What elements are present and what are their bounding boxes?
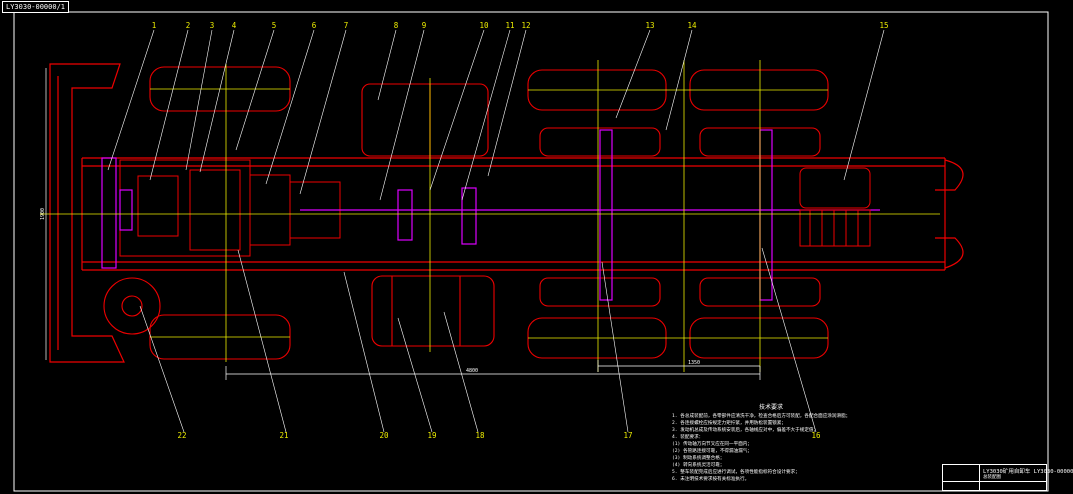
notes-line: 5. 整车装配完成后应进行调试，各项性能指标符合设计要求； — [672, 470, 800, 475]
callout-2: 2 — [186, 21, 191, 30]
notes-line: (4) 转向系统灵活可靠； — [672, 463, 725, 468]
callout-18: 18 — [475, 431, 485, 440]
technical-notes: 技术要求 1. 各总成装配前，各零部件应清洗干净，检查合格后方可装配，各配合面应… — [672, 404, 910, 483]
callout-1: 1 — [152, 21, 157, 30]
callout-11: 11 — [505, 21, 514, 30]
callout-21: 21 — [279, 431, 288, 440]
notes-line: 6. 未注明技术要求按有关标准执行。 — [672, 477, 750, 482]
engine-block — [119, 159, 341, 257]
callout-22: 22 — [177, 431, 186, 440]
sheet-code-tag: LY3030-00000/1 — [2, 1, 70, 13]
front-bumper — [49, 63, 125, 363]
dimension-labels: 4800 1350 1900 — [40, 208, 700, 374]
notes-line: 1. 各总成装配前，各零部件应清洗干净，检查合格后方可装配，各配合面应涂润滑脂； — [672, 414, 851, 419]
callout-10: 10 — [479, 21, 489, 30]
title-block-subtitle: 总装配图 — [983, 475, 1001, 480]
sheet-border — [13, 11, 1049, 492]
wheels — [149, 66, 829, 360]
callout-labels: 1 2 3 4 5 6 7 8 9 10 11 12 13 14 15 22 2… — [152, 21, 889, 440]
callout-5: 5 — [272, 21, 277, 30]
callout-7: 7 — [344, 21, 349, 30]
notes-line: 2. 各连接螺栓应按规定力矩拧紧，并用防松装置锁紧； — [672, 421, 786, 426]
notes-line: 3. 发动机总成及传动系统安装后，各轴线应对中，偏差不大于规定值； — [672, 428, 819, 433]
callout-13: 13 — [645, 21, 654, 30]
callout-4: 4 — [232, 21, 237, 30]
notes-line: 4. 装配要求： — [672, 435, 704, 440]
callout-14: 14 — [687, 21, 697, 30]
callout-16: 16 — [811, 431, 821, 440]
callout-3: 3 — [210, 21, 215, 30]
dim-rear: 1350 — [688, 360, 700, 366]
notes-heading: 技术要求 — [758, 404, 783, 411]
callout-12: 12 — [521, 21, 530, 30]
spare-wheel — [103, 277, 161, 335]
callout-15: 15 — [879, 21, 888, 30]
notes-line: (1) 传动轴万向节叉应在同一平面内； — [672, 442, 752, 447]
dimension-lines — [45, 68, 761, 380]
title-block-divider — [943, 481, 1046, 482]
callout-20: 20 — [379, 431, 389, 440]
dim-width: 1900 — [40, 208, 46, 220]
notes-line: (2) 各管路连接可靠，不得漏油漏气； — [672, 449, 752, 454]
notes-line: (3) 制动系统调整合格； — [672, 456, 725, 461]
title-block-title: LY3030矿用自卸车 LY3030-00000 — [983, 469, 1073, 475]
title-block: LY3030矿用自卸车 LY3030-00000 总装配图 — [942, 464, 1073, 491]
callout-8: 8 — [394, 21, 399, 30]
leader-lines — [107, 29, 885, 433]
tanks — [361, 83, 495, 347]
dim-main: 4800 — [466, 368, 478, 374]
callout-6: 6 — [312, 21, 317, 30]
centre-lines — [40, 60, 940, 372]
rear-winch — [799, 167, 871, 247]
callout-17: 17 — [623, 431, 632, 440]
callout-19: 19 — [427, 431, 436, 440]
callout-9: 9 — [422, 21, 427, 30]
title-block-divider — [979, 465, 980, 490]
